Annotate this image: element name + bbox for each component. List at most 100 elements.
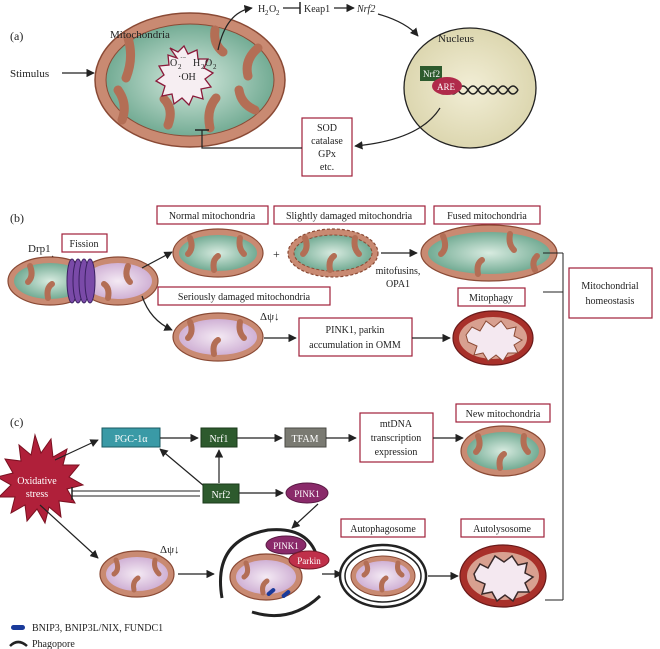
bnip-receptor-2 [281, 590, 291, 598]
svg-text:Oxidative: Oxidative [17, 476, 57, 487]
h2o2-top-label: H 2 O 2 [258, 4, 280, 17]
svg-text:2: 2 [201, 63, 205, 71]
stress-to-pgc-arrow [54, 439, 99, 461]
svg-text:H: H [258, 4, 265, 15]
svg-text:catalase: catalase [311, 136, 343, 147]
svg-text:2: 2 [213, 63, 217, 71]
autophagosome-label: Autophagosome [350, 524, 416, 535]
new-mito-box [455, 403, 551, 423]
autophagosome-box [340, 518, 426, 538]
mitochondrion-large: Mitochondria [94, 12, 286, 148]
autolysosome [459, 544, 547, 608]
normal-mito-label: Normal mitochondria [169, 211, 256, 222]
svg-text:accumulation in OMM: accumulation in OMM [309, 340, 401, 351]
fused-mitochondrion [420, 224, 558, 282]
nrf2-box [420, 66, 442, 81]
ros-to-h2o2-arrow [217, 5, 253, 51]
enzymes-box [301, 117, 353, 177]
svg-text:PINK1, parkin: PINK1, parkin [326, 325, 385, 336]
autolysosome-label: Autolysosome [473, 524, 531, 535]
fission-to-damaged-arrow [141, 295, 173, 331]
slightly-damaged-label: Slightly damaged mitochondria [286, 211, 413, 222]
delta-psi-label-b: Δψ↓ [260, 311, 279, 323]
delta-psi-label-c: Δψ↓ [160, 544, 179, 556]
legend-phagopore-swatch [9, 640, 28, 647]
panel-b-label: (b) [10, 211, 24, 225]
new-mito-label: New mitochondria [466, 409, 541, 420]
svg-text:·OH: ·OH [178, 72, 196, 83]
nrf1-label: Nrf1 [210, 434, 229, 445]
pink1-parkin-label: PINK1, parkin accumulation in OMM [309, 325, 401, 351]
svg-text:O: O [170, 58, 177, 69]
ros-labels: O 2 ·− H 2 O 2 ·OH [170, 54, 217, 83]
phagopore-mitochondrion [219, 528, 322, 618]
slightly-damaged-mitochondrion [287, 228, 379, 278]
bnip-receptor-1 [266, 588, 276, 596]
nucleus-title: Nucleus [438, 33, 474, 45]
svg-text:mtDNA: mtDNA [380, 419, 413, 430]
keap1-label: Keap1 [304, 4, 330, 15]
oxidative-stress-label: Oxidative stress [17, 476, 57, 500]
pink1-small-ellipse [265, 535, 307, 555]
panel-a-label: (a) [10, 29, 23, 43]
nrf2-label-c: Nrf2 [212, 490, 231, 501]
mitophagy-vesicle [452, 310, 534, 366]
plus-sign: + [273, 247, 280, 261]
legend-bnip-swatch [11, 625, 25, 630]
svg-text:2: 2 [178, 63, 182, 71]
svg-text:·−: ·− [180, 54, 186, 62]
slightly-damaged-box [273, 205, 426, 225]
ros-burst [154, 44, 215, 107]
nrf2-to-pgc-arrow [159, 448, 205, 487]
dividing-mitochondrion [7, 256, 159, 306]
homeostasis-label: Mitochondrial homeostasis [581, 281, 638, 307]
mtdna-box [359, 412, 434, 463]
svg-text:homeostasis: homeostasis [586, 296, 635, 307]
mtdna-label: mtDNA transcription expression [371, 419, 422, 458]
pink1-label: PINK1 [294, 489, 320, 499]
svg-text:mitofusins,: mitofusins, [376, 266, 421, 277]
fission-to-normal-arrow [141, 251, 173, 269]
damaged-mitochondrion [172, 312, 264, 362]
phagopore-arc-lower [251, 594, 322, 618]
mitophagy-label: Mitophagy [469, 293, 513, 304]
fused-mito-label: Fused mitochondria [447, 211, 527, 222]
svg-text:etc.: etc. [320, 162, 334, 173]
new-mitochondrion [460, 425, 546, 477]
pink1-parkin-box [298, 317, 413, 357]
svg-text:expression: expression [375, 447, 418, 458]
svg-text:transcription: transcription [371, 433, 422, 444]
svg-text:ARE: ARE [437, 82, 456, 92]
pink1-ellipse [285, 482, 329, 504]
svg-text:O: O [205, 58, 212, 69]
nucleus: Nucleus Nrf2 ARE [403, 27, 537, 149]
stress-to-damaged-arrow [39, 504, 99, 559]
normal-mitochondrion [172, 228, 264, 278]
fission-label: Fission [70, 239, 99, 250]
pink1-small-label: PINK1 [273, 541, 299, 551]
svg-text:Mitochondrial: Mitochondrial [581, 281, 638, 292]
mitofusins-label: mitofusins, OPA1 [376, 266, 421, 290]
parkin-ellipse [288, 550, 330, 570]
svg-text:O: O [269, 4, 276, 15]
stimulus-label: Stimulus [10, 68, 49, 80]
parkin-label: Parkin [297, 556, 321, 566]
seriously-damaged-box [157, 286, 331, 306]
seriously-damaged-label: Seriously damaged mitochondria [178, 292, 311, 303]
autolysosome-box [460, 518, 545, 538]
svg-text:GPx: GPx [318, 149, 336, 160]
tfam-label: TFAM [291, 434, 318, 445]
mitochondria-title: Mitochondria [110, 29, 170, 41]
pink1-to-phagopore-arrow [291, 503, 319, 529]
svg-text:Nrf2: Nrf2 [423, 69, 440, 79]
svg-text:2: 2 [276, 9, 280, 17]
svg-text:H: H [193, 58, 200, 69]
are-ellipse [432, 77, 462, 95]
panel-c-label: (c) [10, 415, 23, 429]
drp1-label: Drp1 [28, 243, 51, 255]
normal-mito-box [156, 205, 269, 225]
legend-phagopore-label: Phagopore [32, 639, 75, 649]
svg-text:2: 2 [265, 9, 269, 17]
nucleus-to-enzymes-arrow [354, 107, 441, 150]
